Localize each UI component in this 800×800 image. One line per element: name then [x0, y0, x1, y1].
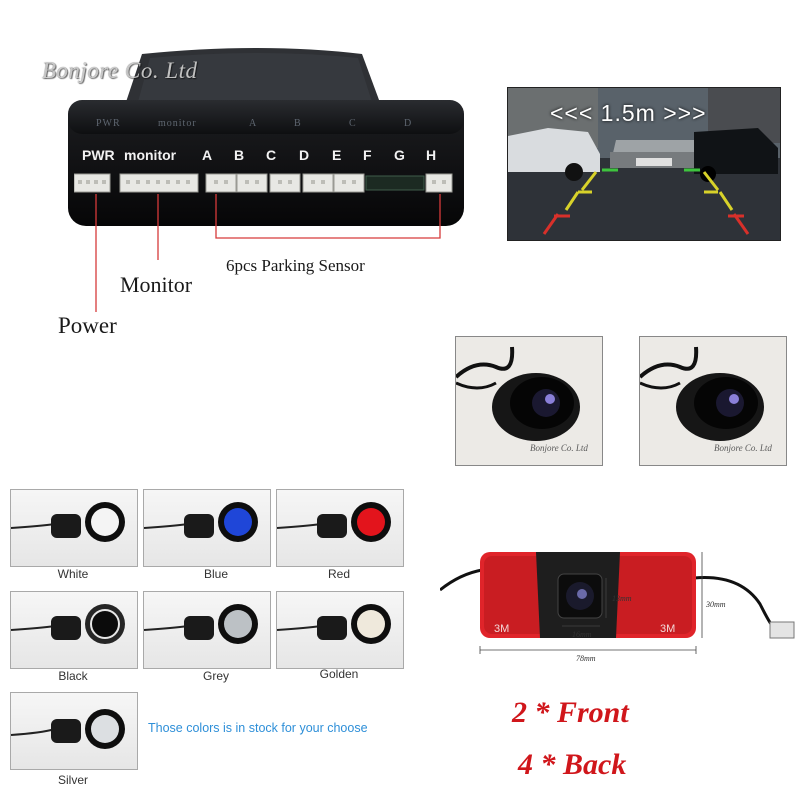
callout-power: Power	[58, 313, 117, 338]
engraved-label-c: C	[349, 118, 357, 129]
brand-3m-left: 3M	[494, 623, 509, 635]
port-label-b: B	[234, 147, 245, 163]
port-label-g: G	[394, 147, 405, 163]
connector-ports	[74, 173, 453, 193]
dimension-lens-width: 16mm	[572, 630, 592, 639]
rear-view-monitor-photo: <<< 1.5m >>>	[507, 87, 781, 241]
distance-readout: <<< 1.5m >>>	[550, 100, 707, 126]
port-label-e: E	[332, 147, 342, 163]
sensor-tile-white	[10, 489, 138, 567]
sensor-tile-silver	[10, 692, 138, 770]
dimension-width: 78mm	[576, 654, 596, 663]
callout-monitor: Monitor	[120, 272, 193, 297]
sensor-label-silver: Silver	[57, 773, 88, 787]
sensor-tile-red	[276, 489, 404, 567]
sensor-tile-golden	[276, 591, 404, 669]
port-label-c: C	[266, 147, 277, 163]
connector-strip	[74, 172, 454, 196]
callout-lines	[95, 194, 441, 312]
front-count: 2 * Front	[512, 696, 629, 729]
sensor-label-white: White	[57, 567, 89, 581]
dimension-height: 30mm	[706, 600, 726, 609]
callout-sensors: 6pcs Parking Sensor	[226, 256, 365, 275]
stock-note: Those colors is in stock for your choose	[148, 721, 368, 735]
sensor-tile-blue	[143, 489, 271, 567]
camera-2-watermark: Bonjore Co. Ltd	[714, 443, 772, 453]
sensor-cap-black	[90, 609, 120, 639]
sensor-tile-grey	[143, 591, 271, 669]
sensor-cap-red	[357, 508, 385, 536]
port-label-f: F	[363, 147, 372, 163]
engraved-label-d: D	[404, 118, 413, 129]
back-count: 4 * Back	[518, 748, 627, 781]
sensor-cap-white	[91, 508, 119, 536]
dimension-lens-height: 13mm	[612, 594, 632, 603]
engraved-label-pwr: PWR	[96, 118, 121, 129]
monitor-scene	[508, 88, 780, 240]
port-label-monitor: monitor	[124, 147, 177, 163]
plate-camera-illustration: 3M 3M	[440, 552, 795, 654]
camera-1-illustration	[456, 346, 580, 441]
sensor-label-blue: Blue	[203, 567, 229, 581]
sensor-cap-blue	[224, 508, 252, 536]
brand-watermark: Bonjore Co. Ltd	[42, 58, 198, 83]
port-label-h: H	[426, 147, 437, 163]
control-box-illustration	[68, 48, 464, 226]
brand-3m-right: 3M	[660, 623, 675, 635]
parking-control-box: PWR monitor A B C D PWR monitor A B C D …	[62, 44, 470, 232]
sensor-label-grey: Grey	[202, 669, 229, 683]
sensor-label-black: Black	[58, 669, 88, 683]
engraved-label-monitor: monitor	[158, 118, 197, 129]
camera-2-illustration	[640, 346, 764, 441]
camera-1-watermark: Bonjore Co. Ltd	[530, 443, 588, 453]
sensor-label-red: Red	[327, 567, 350, 581]
sensor-cap-silver	[91, 715, 119, 743]
sensor-label-golden: Golden	[319, 667, 359, 681]
engraved-label-a: A	[249, 118, 258, 129]
camera-photo-1: Bonjore Co. Ltd	[455, 336, 603, 466]
port-label-d: D	[299, 147, 310, 163]
sensor-cap-golden	[357, 610, 385, 638]
port-label-pwr: PWR	[82, 147, 115, 163]
engraved-label-b: B	[294, 118, 302, 129]
port-label-a: A	[202, 147, 213, 163]
sensor-tile-black	[10, 591, 138, 669]
plate-camera-photo: 3M 3M 78mm 30mm 16mm 13mm	[440, 534, 800, 674]
camera-photo-2: Bonjore Co. Ltd	[639, 336, 787, 466]
sensor-cap-grey	[224, 610, 252, 638]
